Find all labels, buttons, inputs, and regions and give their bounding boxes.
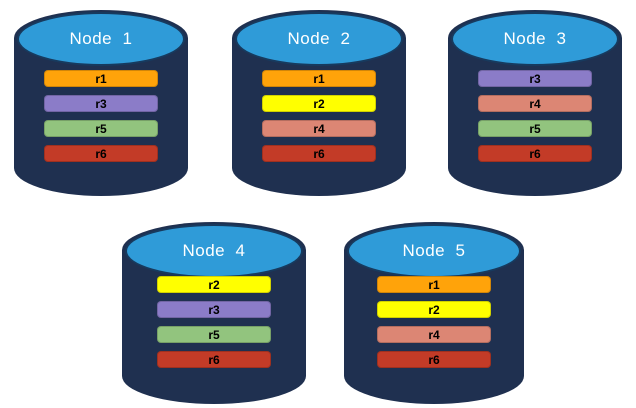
- node-title: Node 2: [287, 29, 351, 48]
- replica-bar: r4: [377, 326, 491, 343]
- node-3: Node 3 r3 r4 r5 r6: [448, 10, 622, 196]
- node-2: Node 2 r1 r2 r4 r6: [232, 10, 406, 196]
- node-2-replica-bars: r1 r2 r4 r6: [232, 70, 406, 162]
- replica-bar: r1: [44, 70, 158, 87]
- replica-bar: r2: [377, 301, 491, 318]
- node-4-cylinder-top: Node 4: [125, 224, 303, 278]
- replica-bar: r1: [262, 70, 376, 87]
- replica-bar: r6: [157, 351, 271, 368]
- node-1-cylinder-top: Node 1: [17, 12, 185, 66]
- node-3-replica-bars: r3 r4 r5 r6: [448, 70, 622, 162]
- replica-bar: r5: [44, 120, 158, 137]
- replica-bar: r3: [44, 95, 158, 112]
- replica-bar: r5: [157, 326, 271, 343]
- replica-bar: r6: [262, 145, 376, 162]
- replica-bar: r2: [262, 95, 376, 112]
- node-1-replica-bars: r1 r3 r5 r6: [14, 70, 188, 162]
- node-1: Node 1 r1 r3 r5 r6: [14, 10, 188, 196]
- replica-bar: r2: [157, 276, 271, 293]
- node-2-cylinder-top: Node 2: [235, 12, 403, 66]
- node-3-cylinder-top: Node 3: [451, 12, 619, 66]
- node-4: Node 4 r2 r3 r5 r6: [122, 222, 306, 404]
- replica-bar: r6: [44, 145, 158, 162]
- node-title: Node 5: [402, 241, 466, 260]
- node-title: Node 3: [503, 29, 567, 48]
- replica-bar: r3: [157, 301, 271, 318]
- replica-bar: r1: [377, 276, 491, 293]
- replica-bar: r4: [262, 120, 376, 137]
- replica-bar: r4: [478, 95, 592, 112]
- node-5-replica-bars: r1 r2 r4 r6: [344, 276, 524, 368]
- replica-bar: r5: [478, 120, 592, 137]
- replica-bar: r3: [478, 70, 592, 87]
- node-5-cylinder-top: Node 5: [347, 224, 521, 278]
- node-4-replica-bars: r2 r3 r5 r6: [122, 276, 306, 368]
- node-title: Node 4: [182, 241, 246, 260]
- node-5: Node 5 r1 r2 r4 r6: [344, 222, 524, 404]
- replica-bar: r6: [377, 351, 491, 368]
- node-title: Node 1: [69, 29, 133, 48]
- replica-bar: r6: [478, 145, 592, 162]
